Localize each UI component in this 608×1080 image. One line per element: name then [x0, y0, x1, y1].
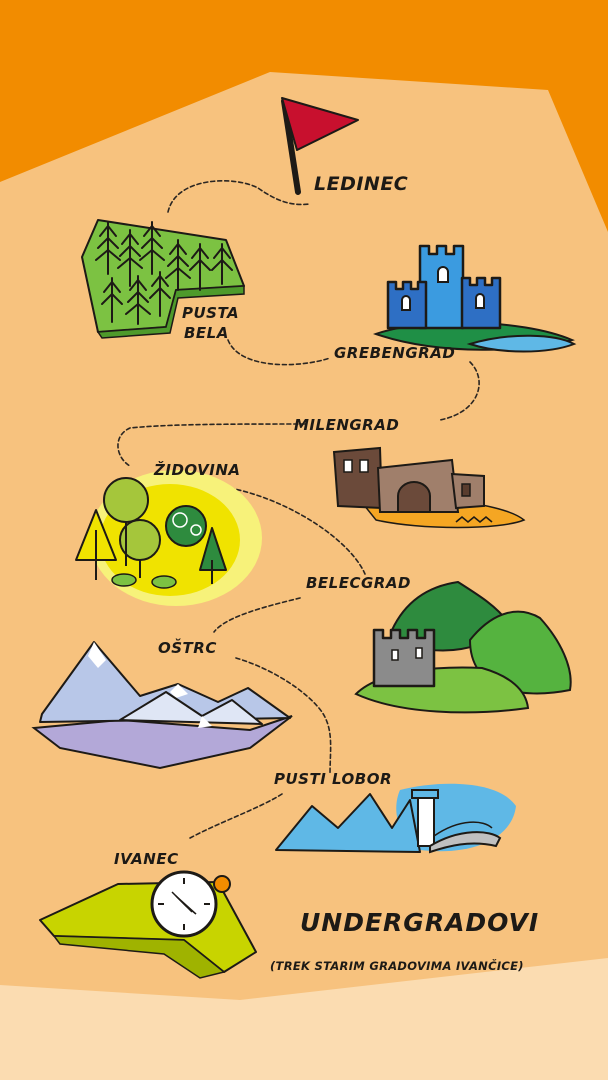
- background-orange-band: [0, 0, 608, 232]
- stop-label-pusta-bela-line2: BELA: [184, 324, 229, 342]
- trail-path: [117, 180, 480, 839]
- map-title: UNDERGRADOVI: [300, 908, 540, 937]
- forest-icon: [81, 219, 245, 339]
- stop-label-belecgrad: BELECGRAD: [306, 574, 411, 592]
- background-cream-band: [0, 958, 608, 1080]
- stop-label-ledinec: LEDINEC: [314, 173, 409, 195]
- stop-label-ivanec: IVANEC: [114, 850, 179, 868]
- stop-label-milengrad: MILENGRAD: [294, 416, 400, 434]
- grove-icon: [75, 470, 262, 606]
- stop-label-pusta-bela-line1: PUSTA: [182, 304, 240, 322]
- stop-label-grebengrad: GREBENGRAD: [334, 344, 456, 362]
- ruins-icon: [332, 446, 526, 529]
- stop-label-zidovina: ŽIDOVINA: [154, 461, 241, 479]
- flag-icon: [281, 97, 359, 195]
- map-subtitle: (TREK STARIM GRADOVIMA IVANČICE): [270, 959, 524, 973]
- compass-icon: [150, 870, 231, 938]
- stop-label-ostrc: OŠTRC: [158, 639, 217, 657]
- mountains-icon: [31, 641, 293, 770]
- hill-castle-icon: [354, 580, 572, 714]
- ruins-column-icon: [275, 783, 516, 854]
- castle-icon: [372, 244, 577, 353]
- stop-label-pusti-lobor: PUSTI LOBOR: [274, 770, 393, 788]
